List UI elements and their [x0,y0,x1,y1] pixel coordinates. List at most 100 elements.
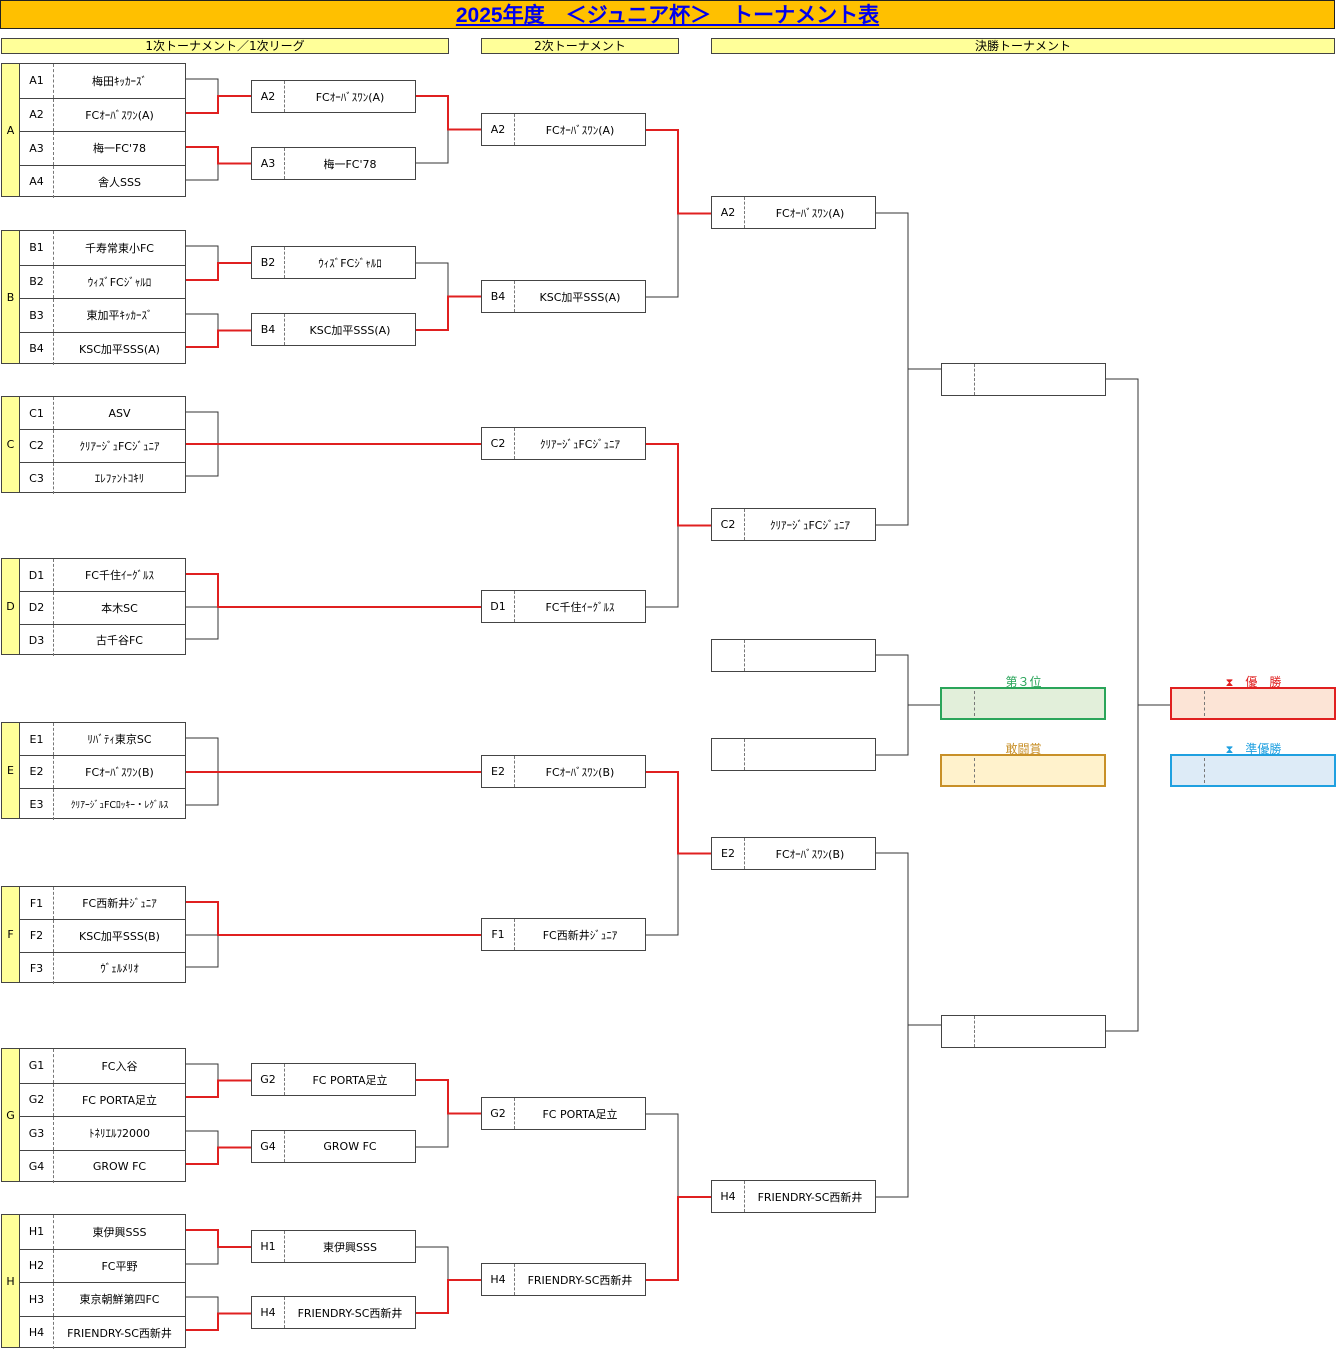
final-line [1106,379,1170,1031]
qf4-line [646,1114,678,1197]
slot-code: C2 [482,428,515,459]
team-name: FCｵｰﾊﾞｽﾜﾝ(A) [54,99,185,132]
team-code: A4 [20,166,54,199]
team-name: 梅一FC'78 [54,132,185,165]
slot-code: E2 [712,838,745,869]
team-name: 本木SC [54,592,185,623]
team-name: ｳｨｽﾞFCｼﾞｬﾙﾛ [54,266,185,299]
team-name: FC入谷 [54,1049,185,1083]
team-name: FC西新井ｼﾞｭﾆｱ [54,887,185,919]
team-code: H1 [20,1215,54,1249]
slot-team-name: ｸﾘｱｰｼﾞｭFCｼﾞｭﾆｱ [745,509,875,540]
d-line [186,574,218,639]
qf1-win-line [646,130,711,214]
a34-win-line [186,147,251,164]
team-name: ｸﾘｱｰｼﾞｭFCｼﾞｭﾆｱ [54,430,185,461]
team-name: ASV [54,397,185,429]
slot-team-name [745,739,875,770]
team-code: F3 [20,953,54,984]
team-code: A2 [20,99,54,132]
team-name: ﾘﾊﾞﾃｨ東京SC [54,723,185,755]
sf2-line [876,853,941,1197]
slot-team-name: ｸﾘｱｰｼﾞｭFCｼﾞｭﾆｱ [515,428,645,459]
slot-team-name: 梅一FC'78 [285,148,415,179]
slot-team-name: 東伊興SSS [285,1231,415,1262]
team-code: E3 [20,789,54,820]
slot-team-name: FCｵｰﾊﾞｽﾜﾝ(B) [745,838,875,869]
slot-team-name: FCｵｰﾊﾞｽﾜﾝ(A) [745,197,875,228]
b12-line [186,246,218,263]
team-name: KSC加平SSS(B) [54,920,185,951]
sf1-line [876,213,941,525]
runner-up-box [1170,754,1336,787]
runner-up-divider [1204,758,1205,783]
group-label-a: A [1,63,20,197]
team-code: B3 [20,299,54,332]
group-label-h: H [1,1214,20,1348]
qf4-win-line [646,1197,711,1280]
team-name: FRIENDRY-SC西新井 [54,1317,185,1349]
slot-team-name: FC PORTA足立 [515,1098,645,1129]
team-name: 東加平ｷｯｶｰｽﾞ [54,299,185,332]
team-code: E1 [20,723,54,755]
team-code: F2 [20,920,54,951]
team-code: H4 [20,1317,54,1349]
slot-team-name: ｳｨｽﾞFCｼﾞｬﾙﾛ [285,247,415,278]
b34-win-line [186,331,251,348]
slot-code [712,739,745,770]
third-line [876,655,940,755]
team-code: B4 [20,333,54,366]
team-name: ｳﾞｪﾙﾒﾘｵ [54,953,185,984]
slot-code: A2 [252,81,285,112]
g12-line [186,1064,218,1081]
team-name: ｸﾘｱｰｼﾞｭFCﾛｯｷｰ・ﾚｸﾞﾙｽ [54,789,185,820]
slot-team-name: KSC加平SSS(A) [515,281,645,312]
ab-b-line [416,263,448,297]
slot-code [942,364,975,395]
third-place-match-slot [711,639,876,672]
a12-win-line [186,96,251,113]
qf3-line [646,854,678,936]
gh-h-win-line [416,1280,481,1313]
slot-code: E2 [482,756,515,787]
round-header-final: 決勝トーナメント [711,38,1335,54]
slot-team-name [745,640,875,671]
team-code: G3 [20,1117,54,1150]
slot-code: H1 [252,1231,285,1262]
team-name: 古千谷FC [54,625,185,656]
team-code: A3 [20,132,54,165]
team-name: 梅田ｷｯｶｰｽﾞ [54,64,185,98]
team-code: D1 [20,559,54,591]
slot-team-name: GROW FC [285,1131,415,1162]
group-label-d: D [1,558,20,655]
team-code: C1 [20,397,54,429]
team-code: G1 [20,1049,54,1083]
team-code: D2 [20,592,54,623]
